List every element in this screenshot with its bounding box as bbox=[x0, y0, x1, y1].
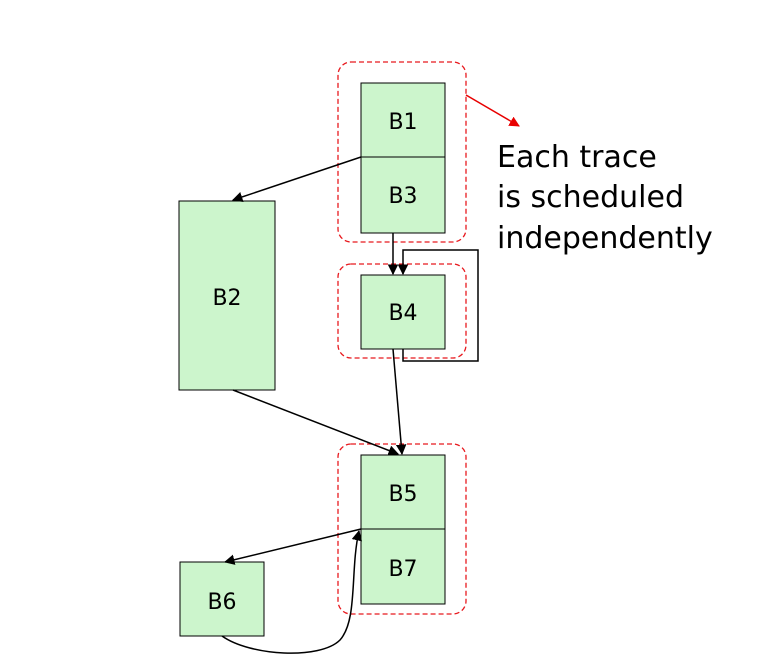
note-arrow bbox=[465, 94, 520, 127]
block-b7-label: B7 bbox=[388, 557, 417, 582]
note-line-3: independently bbox=[497, 221, 713, 256]
edge-b6-b7 bbox=[221, 529, 362, 654]
block-b1: B1 bbox=[360, 82, 446, 158]
block-b1-label: B1 bbox=[388, 110, 417, 135]
edge-b4-loop bbox=[397, 249, 479, 362]
trace-outline-b5-b7 bbox=[337, 443, 467, 615]
block-b5-label: B5 bbox=[388, 482, 417, 507]
block-b7: B7 bbox=[360, 528, 446, 605]
trace-outline-b1-b3 bbox=[337, 61, 467, 243]
block-b6: B6 bbox=[179, 561, 265, 637]
block-b2-label: B2 bbox=[212, 286, 241, 311]
edge-b4-b5 bbox=[392, 348, 407, 456]
block-b2: B2 bbox=[178, 200, 276, 391]
edge-b1-b2 bbox=[232, 156, 362, 202]
block-b4: B4 bbox=[360, 274, 446, 350]
note-line-2: is scheduled bbox=[497, 180, 684, 215]
block-b4-label: B4 bbox=[388, 301, 417, 326]
block-b6-label: B6 bbox=[207, 590, 236, 615]
edge-b2-b5 bbox=[232, 389, 399, 456]
trace-outline-b4 bbox=[337, 263, 467, 359]
note-line-1: Each trace bbox=[497, 140, 657, 175]
block-b3-label: B3 bbox=[388, 184, 417, 209]
block-b3: B3 bbox=[360, 156, 446, 234]
block-b5: B5 bbox=[360, 454, 446, 530]
edge-b5-b6 bbox=[223, 528, 362, 565]
